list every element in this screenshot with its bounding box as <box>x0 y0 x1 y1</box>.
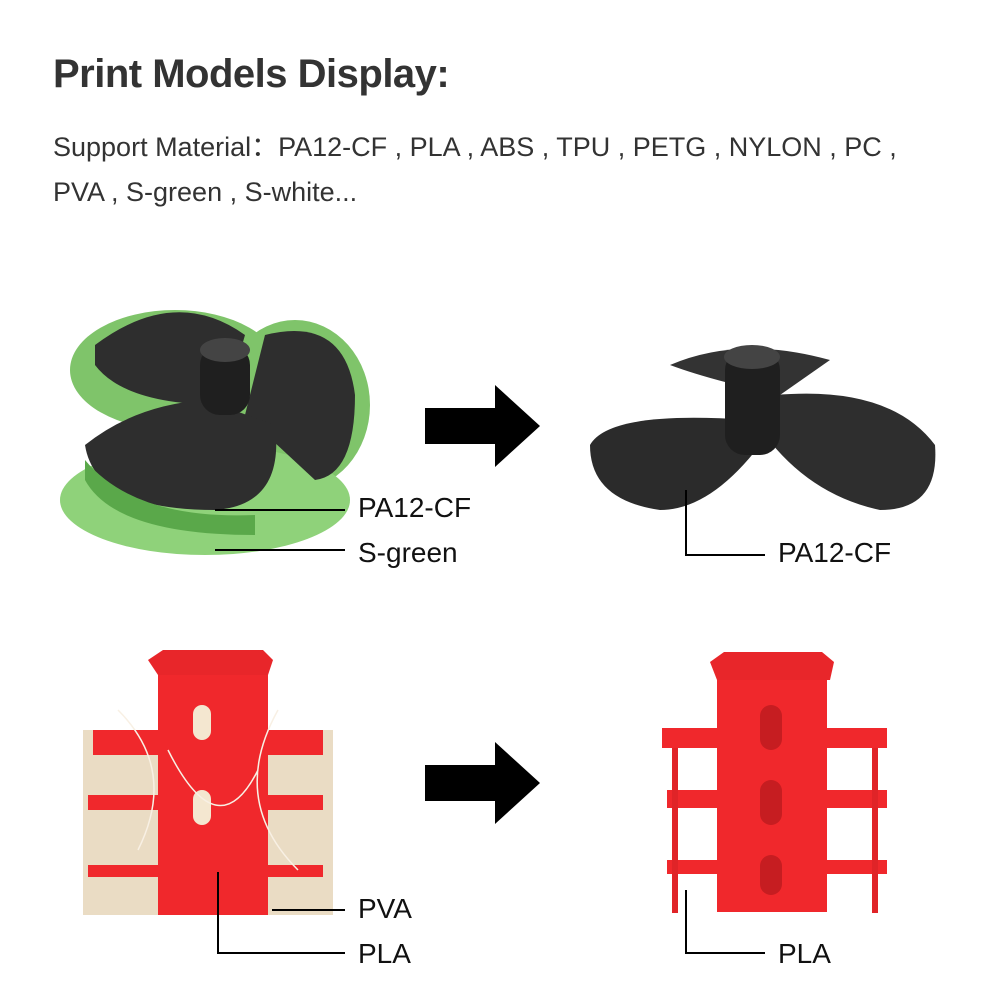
label-pa12-cf-result: PA12-CF <box>778 537 892 568</box>
label-pa12-cf: PA12-CF <box>358 492 472 523</box>
label-pva: PVA <box>358 893 412 924</box>
callout-lines-bottom-left <box>217 872 345 954</box>
callout-line-top-right <box>685 490 765 556</box>
label-pla: PLA <box>358 938 411 969</box>
page-title: Print Models Display: <box>53 52 450 96</box>
propeller-image <box>590 345 936 510</box>
arrow-right-icon <box>425 742 540 824</box>
arrow-right-icon <box>425 385 540 467</box>
callout-line-bottom-right <box>685 890 765 954</box>
support-materials-line-2: PVA , S-green , S-white... <box>53 177 358 207</box>
label-s-green: S-green <box>358 537 458 568</box>
callout-lines-top-left <box>215 509 345 551</box>
propeller-with-support-image <box>60 310 370 555</box>
support-materials-line-1: Support Material：PA12-CF , PLA , ABS , T… <box>53 132 897 162</box>
house-image <box>662 652 887 913</box>
label-pla-result: PLA <box>778 938 831 969</box>
house-with-support-image <box>83 650 333 915</box>
